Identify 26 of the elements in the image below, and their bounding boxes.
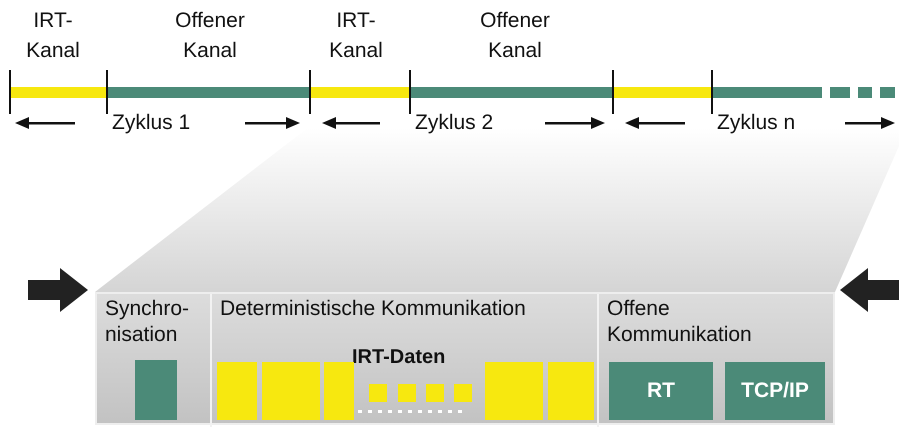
channel-label: IRT-Kanal xyxy=(328,8,384,64)
cycle-label: Zyklus 1 xyxy=(112,110,190,136)
channel-label: IRT-Kanal xyxy=(25,8,81,64)
data-block xyxy=(609,362,713,420)
block-label: RT xyxy=(647,378,675,404)
channel-label: Offener Kanal xyxy=(479,8,551,64)
data-block xyxy=(324,362,354,420)
data-block xyxy=(217,362,257,420)
cycle-label: Zyklus n xyxy=(717,110,796,136)
frame-panel xyxy=(95,292,835,425)
data-block xyxy=(135,360,177,420)
section-heading: Synchro-nisation xyxy=(105,296,190,348)
data-block xyxy=(485,362,543,420)
data-block xyxy=(398,384,416,402)
data-block xyxy=(369,384,387,402)
data-block xyxy=(548,362,594,420)
data-label: IRT-Daten xyxy=(352,345,446,370)
data-block xyxy=(725,362,825,420)
channel-label: Offener Kanal xyxy=(174,8,246,64)
section-heading: Deterministische Kommunikation xyxy=(220,296,526,322)
data-block xyxy=(454,384,472,402)
cycle-label: Zyklus 2 xyxy=(415,110,494,136)
data-block xyxy=(262,362,320,420)
data-block xyxy=(426,384,444,402)
block-label: TCP/IP xyxy=(741,378,809,404)
section-heading: Offene Kommunikation xyxy=(607,296,753,348)
